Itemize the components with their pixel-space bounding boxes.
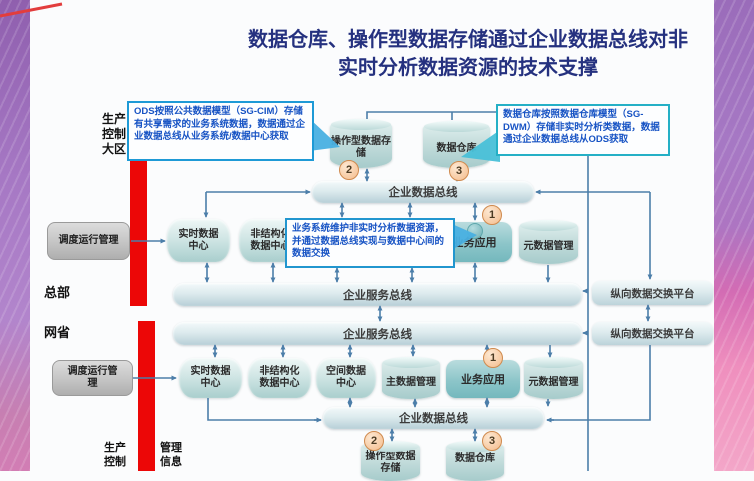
business-app-bottom: 业务应用 [446, 360, 520, 398]
enterprise-data-bus-top: 企业数据总线 [312, 181, 534, 203]
badge-1-top: 1 [482, 205, 502, 225]
realtime-data-center-top: 实时数据中心 [167, 219, 230, 262]
dispatch-mgmt-bottom-label: 调度运行管理 [67, 365, 118, 390]
vertical-exchange-platform-hq-label: 纵向数据交换平台 [610, 287, 695, 300]
photo-border-right [714, 0, 754, 471]
label-production-control-zone: 生产控制大区 [102, 112, 127, 156]
label-headquarters: 总部 [44, 285, 71, 300]
spatial-data-center: 空间数据中心 [316, 358, 376, 398]
slide-title-line1: 数据仓库、操作型数据存储通过企业数据总线对非 [248, 29, 688, 51]
dispatch-mgmt-top: 调度运行管理 [47, 222, 130, 260]
cylinder-operational-data-store: 操作型数据存储 [330, 119, 392, 168]
enterprise-service-bus-province: 企业服务总线 [173, 322, 582, 345]
unstructured-data-center-bottom: 非结构化数据中心 [248, 358, 311, 398]
unstructured-data-center-top-label: 非结构化数据中心 [250, 228, 291, 252]
master-data-mgmt: 主数据管理 [382, 357, 440, 399]
vertical-exchange-platform-province-label: 纵向数据交换平台 [610, 328, 695, 340]
dispatch-mgmt-bottom: 调度运行管理 [52, 360, 133, 396]
enterprise-service-bus-hq: 企业服务总线 [173, 283, 582, 306]
slide-title-line2: 实时分析数据资源的技术支撑 [338, 57, 598, 79]
badge-3-bottom: 3 [482, 431, 502, 451]
callout-dw-model: 数据仓库按照数据仓库模型（SG-DWM）存储非实时分析类数据，数据通过企业数据总… [496, 104, 670, 156]
business-app-bottom-label: 业务应用 [461, 374, 505, 386]
label-management-info: 管理信息 [160, 442, 182, 468]
cylinder-data-warehouse-label: 数据仓库 [436, 143, 477, 154]
badge-2-bottom: 2 [364, 431, 384, 451]
enterprise-data-bus-top-label: 企业数据总线 [388, 187, 458, 199]
metadata-mgmt-bottom-label: 元数据管理 [528, 376, 579, 388]
master-data-mgmt-label: 主数据管理 [386, 376, 436, 388]
dispatch-mgmt-top-label: 调度运行管理 [58, 234, 119, 246]
realtime-data-center-top-label: 实时数据中心 [178, 228, 219, 252]
metadata-mgmt-top-label: 元数据管理 [523, 240, 574, 252]
realtime-data-center-bottom-label: 实时数据中心 [190, 366, 231, 389]
boundary-red-bar-bottom [138, 321, 155, 471]
badge-1-bottom: 1 [483, 348, 503, 368]
photo-border-left [0, 0, 30, 471]
label-province: 网省 [44, 325, 71, 340]
unstructured-data-center-bottom-label: 非结构化数据中心 [259, 366, 300, 389]
cylinder-data-warehouse-bottom-label: 数据仓库 [455, 453, 495, 464]
business-app-pin-icon [467, 223, 483, 239]
metadata-mgmt-bottom: 元数据管理 [524, 357, 583, 399]
cylinder-operational-data-store-bottom-label: 操作型数据存储 [365, 451, 416, 474]
realtime-data-center-bottom: 实时数据中心 [179, 358, 242, 398]
vertical-exchange-platform-hq: 纵向数据交换平台 [592, 281, 713, 305]
badge-3-top: 3 [449, 161, 469, 181]
enterprise-service-bus-province-label: 企业服务总线 [343, 328, 412, 341]
cylinder-operational-data-store-label: 操作型数据存储 [331, 136, 391, 159]
enterprise-service-bus-hq-label: 企业服务总线 [343, 289, 412, 302]
callout-ods-model: ODS按照公共数据模型（SG-CIM）存储有共享需求的业务系统数据，数据通过企业… [127, 101, 314, 161]
spatial-data-center-label: 空间数据中心 [326, 366, 366, 389]
enterprise-data-bus-bottom-label: 企业数据总线 [399, 413, 468, 425]
enterprise-data-bus-bottom: 企业数据总线 [323, 407, 544, 429]
badge-2-top: 2 [339, 160, 359, 180]
boundary-red-bar-top [130, 159, 147, 306]
slide-title: 数据仓库、操作型数据存储通过企业数据总线对非 实时分析数据资源的技术支撑 [233, 26, 703, 82]
callout-business-system: 业务系统维护非实时分析数据资源，并通过数据总线实现与数据中心间的数据交换 [285, 218, 455, 268]
label-production-control: 生产控制 [104, 442, 126, 468]
metadata-mgmt-top: 元数据管理 [519, 220, 578, 264]
vertical-exchange-platform-province: 纵向数据交换平台 [592, 322, 713, 345]
